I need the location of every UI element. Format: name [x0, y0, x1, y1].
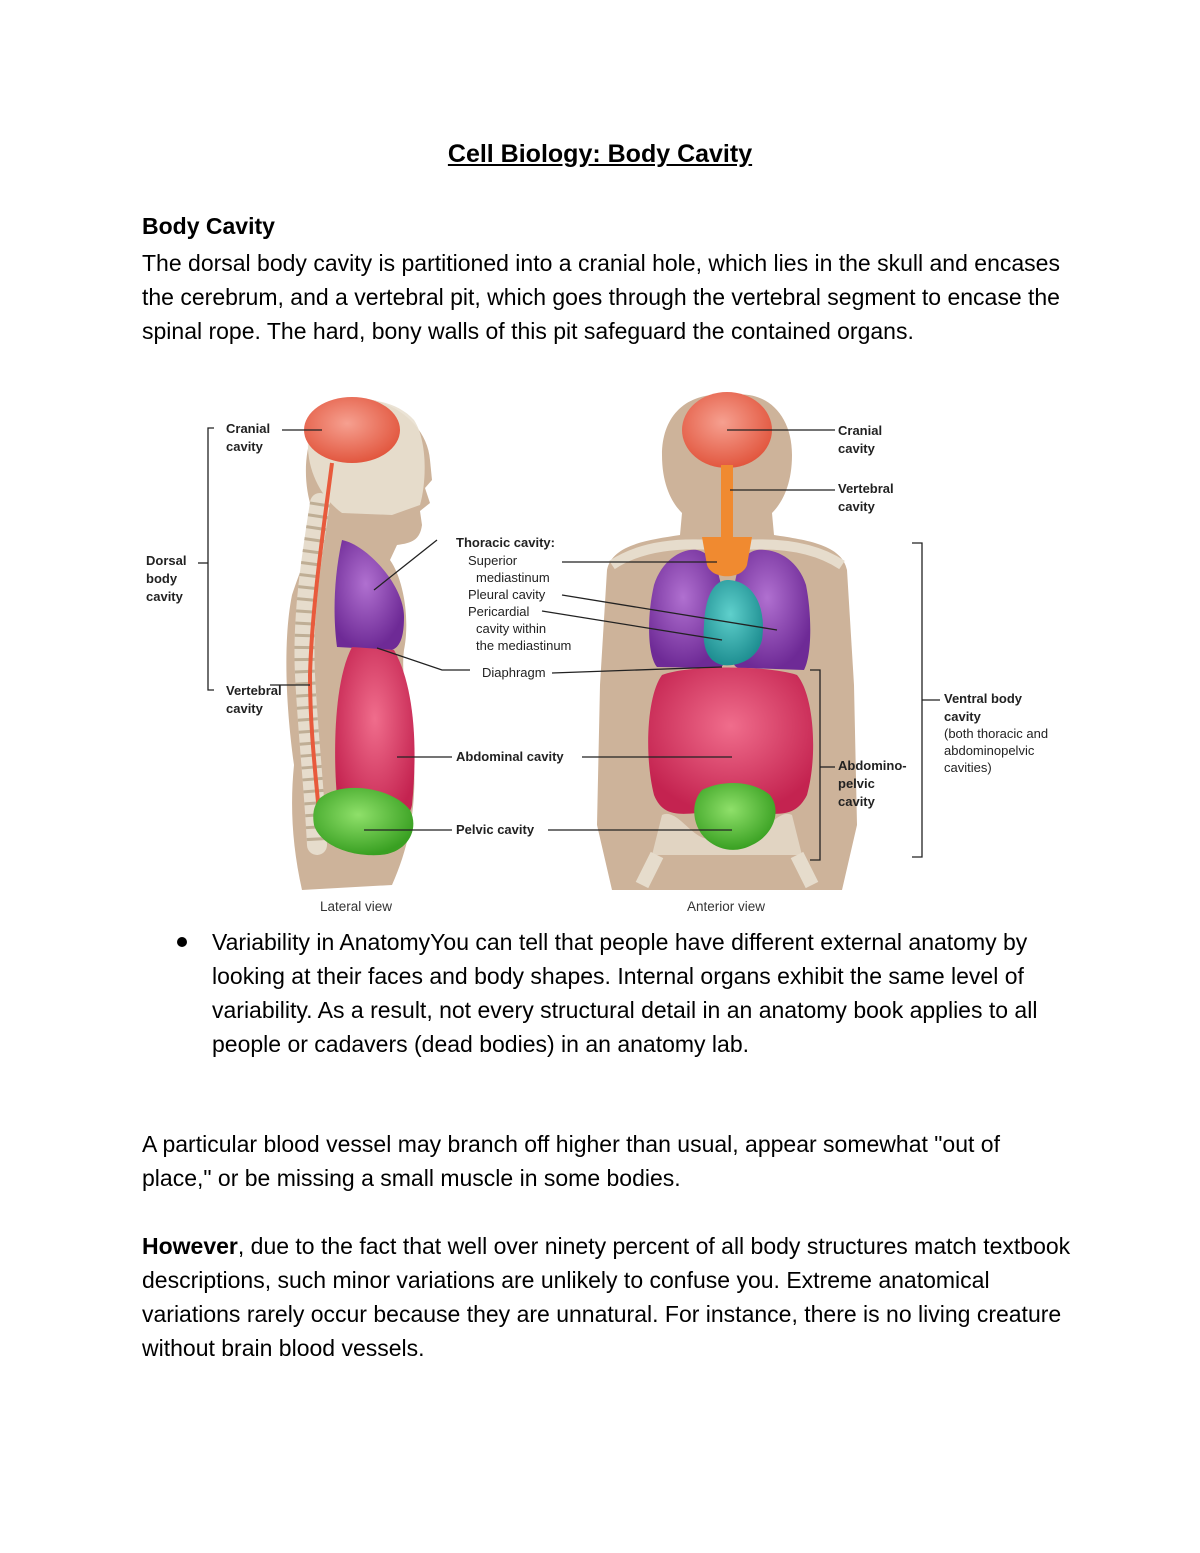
lateral-cranial-label-1: Cranial [226, 421, 270, 436]
however-bold: However [142, 1233, 238, 1259]
anterior-pelvic-cavity [694, 783, 776, 850]
lateral-thoracic-cavity [334, 540, 404, 650]
abdominal-label: Abdominal cavity [456, 749, 564, 764]
variation-paragraph: A particular blood vessel may branch off… [142, 1131, 1000, 1191]
dorsal-label-3: cavity [146, 589, 184, 604]
anterior-vertebral-label-2: cavity [838, 499, 876, 514]
diaphragm-leader-right [551, 666, 723, 674]
thoracic-leader [373, 539, 438, 591]
pleural-leader [561, 594, 778, 631]
lateral-spinal-cord [307, 462, 334, 826]
ventral-label-3: (both thoracic and [944, 726, 1048, 741]
however-rest: , due to the fact that well over ninety … [142, 1233, 1071, 1361]
abdominopelvic-label-2: pelvic [838, 776, 875, 791]
abdominopelvic-label-1: Abdomino- [838, 758, 907, 773]
bullet-dot-icon [177, 937, 187, 947]
anterior-cranial-label-1: Cranial [838, 423, 882, 438]
pericardial-label-1: Pericardial [468, 604, 530, 619]
list-item: Variability in AnatomyYou can tell that … [165, 925, 1065, 1061]
anterior-superior-mediastinum [702, 537, 752, 577]
ventral-bracket [912, 542, 923, 858]
abdominopelvic-bracket [810, 669, 821, 861]
thoracic-label: Thoracic cavity: [456, 535, 555, 550]
lateral-abdominal-cavity [335, 647, 415, 827]
bullet-text: Variability in AnatomyYou can tell that … [212, 929, 1038, 1057]
pericardial-label-2: cavity within [476, 621, 546, 636]
pericardial-label-3: the mediastinum [476, 638, 571, 653]
lateral-cranial-label-2: cavity [226, 439, 264, 454]
however-paragraph: However, due to the fact that well over … [142, 1229, 1072, 1365]
pericardial-leader [541, 610, 723, 641]
bullet-list: Variability in AnatomyYou can tell that … [165, 925, 1065, 1061]
anterior-cranial-label-2: cavity [838, 441, 876, 456]
page-title: Cell Biology: Body Cavity [447, 140, 753, 168]
ventral-label-4: abdominopelvic [944, 743, 1035, 758]
abdominopelvic-label-3: cavity [838, 794, 876, 809]
lateral-cranial-cavity [304, 397, 400, 463]
anterior-vertebral-label-1: Vertebral [838, 481, 894, 496]
lateral-pelvic-cavity [313, 787, 414, 856]
dorsal-label-1: Dorsal [146, 553, 186, 568]
diaphragm-label: Diaphragm [482, 665, 546, 680]
section-heading: Body Cavity [142, 213, 275, 239]
dorsal-label-2: body [146, 571, 178, 586]
superior-label-2: mediastinum [476, 570, 550, 585]
lateral-view-caption: Lateral view [320, 899, 392, 914]
dorsal-bracket [207, 427, 214, 691]
intro-paragraph: The dorsal body cavity is partitioned in… [142, 250, 1060, 344]
diaphragm-leader-left [376, 647, 470, 671]
anterior-abdominal-cavity [648, 667, 814, 814]
body-cavity-figure: Cranial cavity Dorsal body cavity Verteb… [146, 392, 1048, 914]
anterior-vertebral-cavity [721, 465, 733, 537]
superior-label-1: Superior [468, 553, 518, 568]
ventral-label-2: cavity [944, 709, 982, 724]
lateral-vertebral-label-2: cavity [226, 701, 264, 716]
pleural-label: Pleural cavity [468, 587, 546, 602]
lateral-vertebral-label-1: Vertebral [226, 683, 282, 698]
ventral-label-5: cavities) [944, 760, 992, 775]
ventral-label-1: Ventral body [944, 691, 1023, 706]
anterior-view-caption: Anterior view [687, 899, 765, 914]
pelvic-label: Pelvic cavity [456, 822, 535, 837]
